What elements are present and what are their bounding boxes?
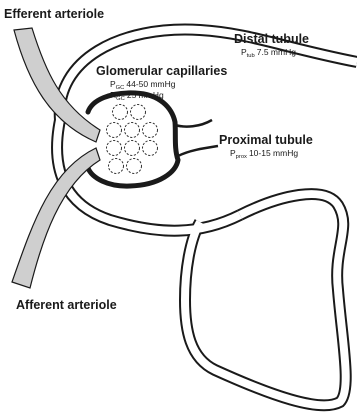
proximal-tubule-title: Proximal tubule [219, 133, 313, 147]
efferent-label: Efferent arteriole [4, 7, 104, 21]
glomerular-title: Glomerular capillaries [96, 64, 227, 78]
afferent-label: Afferent arteriole [16, 298, 117, 312]
distal-tubule-title: Distal tubule [234, 32, 309, 46]
